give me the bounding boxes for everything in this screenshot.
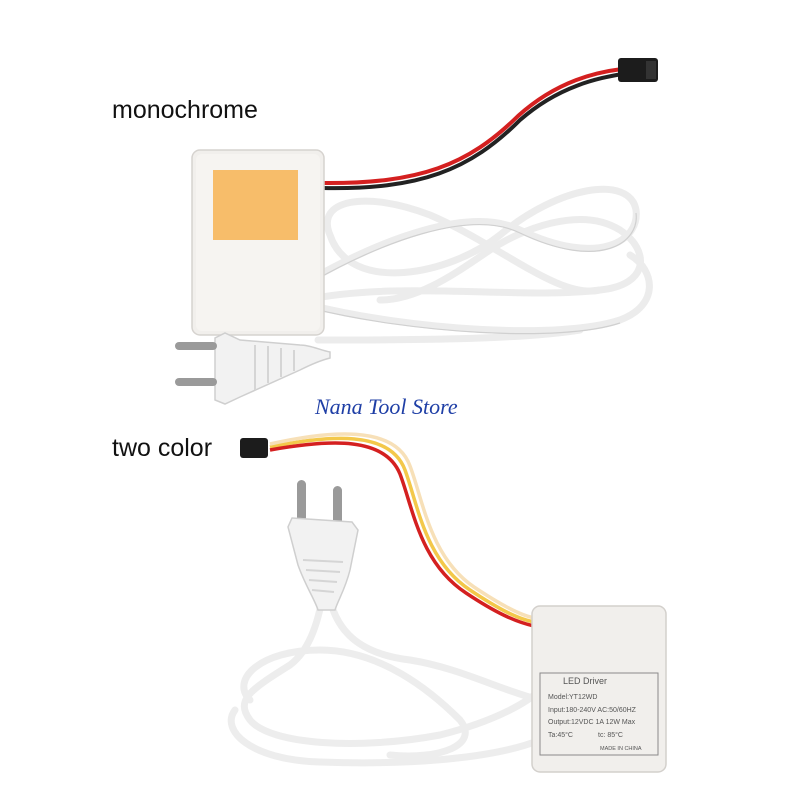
- driver-ta: Ta:45°C: [548, 731, 573, 739]
- eu-plug-mono: [175, 332, 331, 405]
- driver-title: LED Driver: [563, 676, 607, 686]
- store-watermark: Nana Tool Store: [315, 394, 458, 419]
- red-wire: [321, 67, 623, 186]
- sticker: [213, 170, 298, 240]
- eu-plug-two: [287, 480, 359, 611]
- black-wire: [321, 72, 623, 191]
- label-monochrome: monochrome: [112, 96, 258, 124]
- driver-model: Model:YT12WD: [548, 694, 597, 701]
- driver-box-two: LED Driver Model:YT12WD Input:180-240V A…: [531, 605, 667, 773]
- driver-output: Output:12VDC 1A 12W Max: [548, 719, 636, 726]
- label-two-color: two color: [112, 434, 213, 462]
- driver-tc: tc: 85°C: [598, 731, 623, 739]
- driver-origin: MADE IN CHINA: [600, 746, 642, 752]
- tri-wire: [269, 432, 537, 628]
- driver-input: Input:180-240V AC:50/60HZ: [548, 707, 637, 714]
- driver-box-mono: [191, 149, 325, 336]
- white-cable-shade: [309, 212, 637, 335]
- white-cable-mono: [301, 185, 653, 344]
- white-cable-two: [227, 576, 544, 767]
- connector-mono: [618, 58, 658, 82]
- connector-two: [240, 438, 268, 458]
